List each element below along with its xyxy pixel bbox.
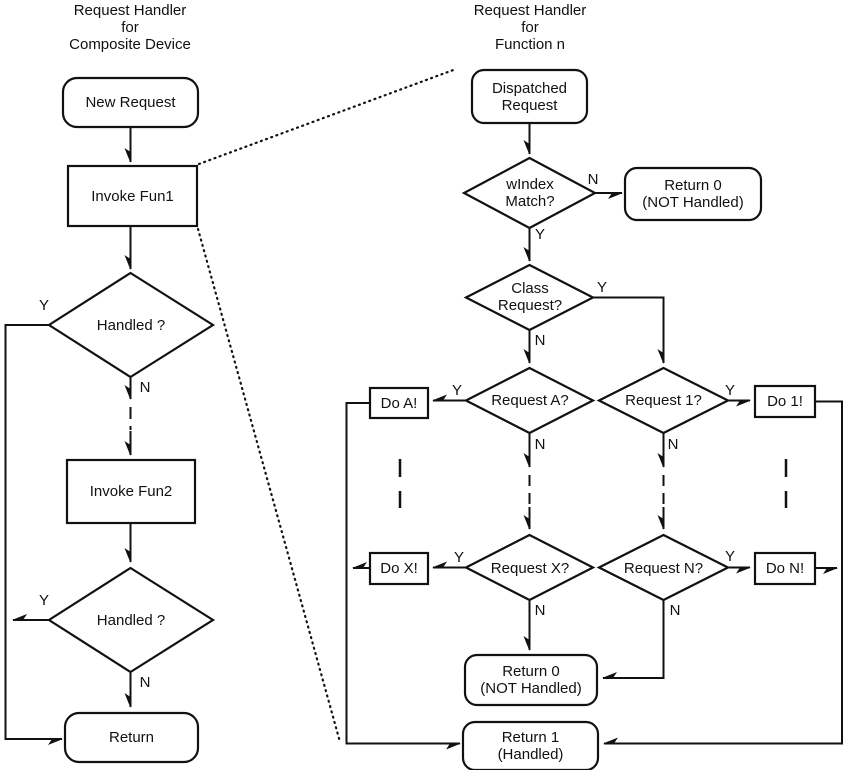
edge-requestn-no-to-return0 <box>603 600 665 679</box>
callout-dotted-line-top <box>197 67 458 166</box>
edge-class-yes-to-request1 <box>593 296 665 364</box>
invoke-fun1-node <box>66 164 199 228</box>
new-request-node <box>61 76 200 129</box>
invoke-fun2-node <box>65 458 197 525</box>
callout-dotted-line-bottom <box>196 227 342 744</box>
return1-node <box>461 720 600 770</box>
request-a-decision <box>463 366 596 435</box>
class-request-decision <box>463 263 596 332</box>
edge-handled1-yes-to-return <box>4 324 63 739</box>
do-1-node <box>753 384 817 419</box>
edge-do1-rail-to-return1 <box>604 400 843 745</box>
edge-doa-rail-to-return1 <box>345 402 461 744</box>
request-x-decision <box>463 533 596 602</box>
return-node <box>63 711 200 764</box>
request-1-decision <box>596 366 731 435</box>
dispatched-request-node <box>470 68 589 125</box>
do-a-node <box>368 386 430 420</box>
do-n-node <box>753 551 817 586</box>
request-n-decision <box>596 533 731 602</box>
windex-match-decision <box>461 156 598 230</box>
return0-top-node <box>623 166 763 222</box>
handled2-decision <box>46 566 216 674</box>
handled1-decision <box>46 271 216 379</box>
return0-bottom-node <box>463 653 599 707</box>
do-x-node <box>368 551 430 586</box>
